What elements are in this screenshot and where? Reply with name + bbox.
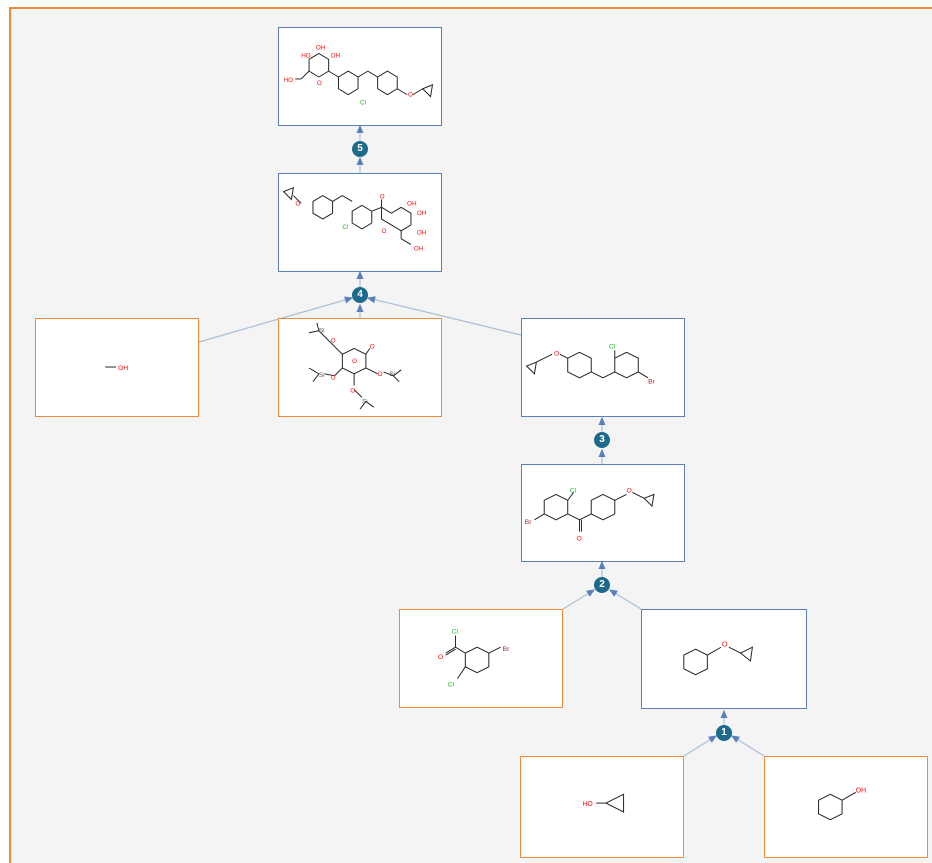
ketal-label-oh-3: OH <box>417 230 427 237</box>
acidchloride-label-ring-cl: Cl <box>448 681 455 688</box>
lactone-label-si-4: Si <box>362 398 368 405</box>
diagram-canvas <box>9 7 932 863</box>
step-badge-2[interactable]: 2 <box>594 577 610 593</box>
target-label-oh-2: OH <box>331 52 341 59</box>
ketal-label-cl: Cl <box>342 224 348 231</box>
step-badge-3[interactable]: 3 <box>594 432 610 448</box>
lactone-label-si-1: Si <box>319 328 325 335</box>
target-molecule-structure: OH HO OH HO O O Cl <box>284 45 434 106</box>
target-label-oh-1: OH <box>316 45 326 52</box>
methyl-ketal-structure: O O OH OH O OH OH Cl <box>282 186 427 252</box>
lactone-label-si-3: Si <box>389 371 395 378</box>
methanol-structure: OH <box>105 365 128 372</box>
lactone-label-carbonyl-o: O <box>370 343 375 350</box>
ketal-label-ether-o: O <box>295 200 300 207</box>
node-cyclopropyl-phenyl-ether[interactable]: O <box>641 609 807 709</box>
ketone-label-br: Br <box>525 519 533 526</box>
acidchloride-label-acyl-cl: Cl <box>452 629 459 636</box>
node-acid-chloride[interactable]: Cl O Br Cl <box>399 609 563 708</box>
aryl-bromide-structure: O Cl Br <box>525 343 656 386</box>
cyclopropanol-label-ho: HO <box>582 801 592 808</box>
lactone-label-ring-o: O <box>352 358 357 365</box>
ketal-label-oh-4: OH <box>414 245 424 252</box>
node-cyclopropanol[interactable]: HO <box>520 756 684 858</box>
target-label-ho: HO <box>301 52 311 59</box>
phenol-label-oh: OH <box>856 787 866 794</box>
step-badge-5[interactable]: 5 <box>352 141 368 157</box>
node-aryl-bromide[interactable]: O Cl Br <box>521 318 685 417</box>
node-phenol[interactable]: OH <box>764 756 928 858</box>
phenol-structure: OH <box>818 787 866 821</box>
lactone-label-o-1: O <box>331 338 336 345</box>
target-label-ho-2: HO <box>284 77 294 84</box>
target-label-cl: Cl <box>360 99 366 106</box>
arylbromide-label-br: Br <box>648 379 656 386</box>
cyclopropyl-phenyl-ether-structure: O <box>683 641 754 676</box>
ketone-label-ether-o: O <box>627 487 632 494</box>
ketal-label-ring-o: O <box>382 228 387 235</box>
methanol-label-oh: OH <box>118 365 128 372</box>
node-ketone[interactable]: Cl O Br O <box>521 464 685 562</box>
ketone-structure: Cl O Br O <box>525 487 655 542</box>
node-tms-lactone[interactable]: O O O O O O Si Si Si Si <box>278 318 442 417</box>
target-label-ring-o: O <box>317 80 322 87</box>
lactone-label-o-4: O <box>350 387 355 394</box>
arylbromide-label-o: O <box>554 350 559 357</box>
node-methyl-ketal[interactable]: O O OH OH O OH OH Cl <box>278 173 442 272</box>
target-label-ether-o: O <box>408 92 413 99</box>
node-methanol[interactable]: OH <box>35 318 199 417</box>
step-badge-1[interactable]: 1 <box>716 725 732 741</box>
ketal-label-methoxy-o: O <box>380 193 385 200</box>
acidchloride-label-br: Br <box>503 646 511 653</box>
lactone-label-si-2: Si <box>319 372 325 379</box>
ketone-label-cl: Cl <box>570 487 577 494</box>
node-target-molecule[interactable]: OH HO OH HO O O Cl <box>278 27 442 126</box>
step-badge-4[interactable]: 4 <box>352 287 368 303</box>
lactone-label-o-2: O <box>331 375 336 382</box>
acidchloride-label-o: O <box>438 654 443 661</box>
lactone-label-o-3: O <box>378 371 383 378</box>
ketone-label-carbonyl-o: O <box>577 535 582 542</box>
arylbromide-label-cl: Cl <box>609 343 616 350</box>
ketal-label-oh-1: OH <box>407 200 417 207</box>
tms-lactone-structure: O O O O O O Si Si Si Si <box>308 322 402 410</box>
cyclopropanol-structure: HO <box>582 793 625 813</box>
acid-chloride-structure: Cl O Br Cl <box>438 629 511 689</box>
ketal-label-oh-2: OH <box>417 210 427 217</box>
ether-label-o: O <box>722 641 727 648</box>
